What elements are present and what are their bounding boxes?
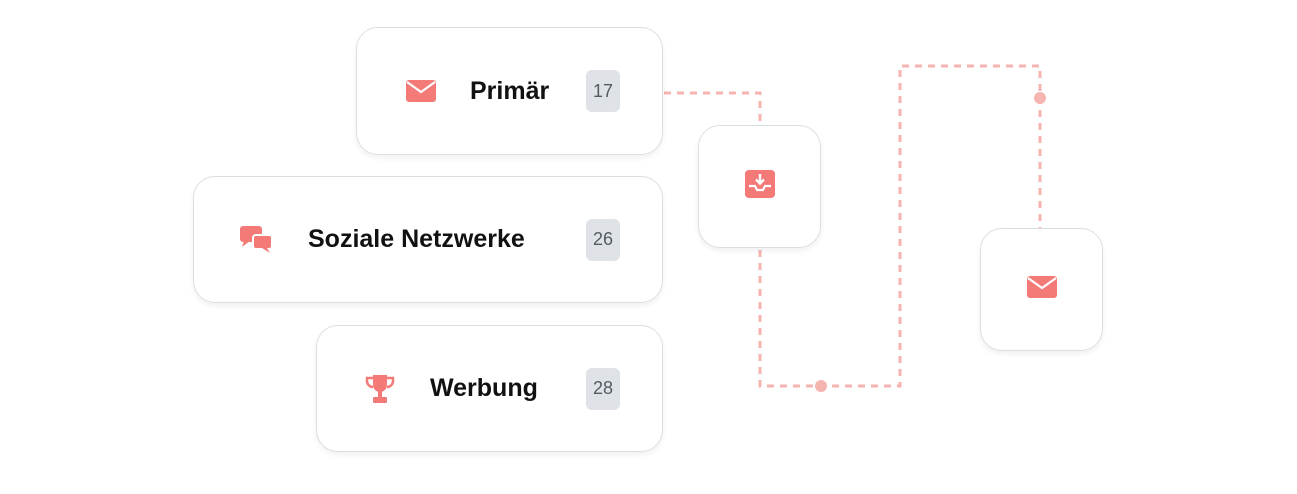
connector-dot-bottom [815,380,827,392]
category-card-primary[interactable]: Primär 17 [356,27,663,155]
envelope-icon [1026,276,1057,303]
inbox-node[interactable] [698,125,821,248]
trophy-icon [363,374,397,404]
envelope-icon [404,76,438,106]
count-badge: 26 [586,218,620,261]
count-badge: 28 [586,367,620,410]
chat-bubbles-icon [240,225,274,255]
category-card-promotions[interactable]: Werbung 28 [316,325,663,452]
category-label: Soziale Netzwerke [308,225,525,253]
mail-node[interactable] [980,228,1103,351]
category-label: Werbung [430,374,538,402]
connector-primary-to-inbox [664,91,762,125]
count-badge: 17 [586,70,620,112]
category-label: Primär [470,76,550,105]
connector-inbox-to-mail [758,64,1042,388]
connector-dot-right [1034,92,1046,104]
category-card-social[interactable]: Soziale Netzwerke 26 [193,176,663,303]
inbox-download-icon [744,170,775,203]
